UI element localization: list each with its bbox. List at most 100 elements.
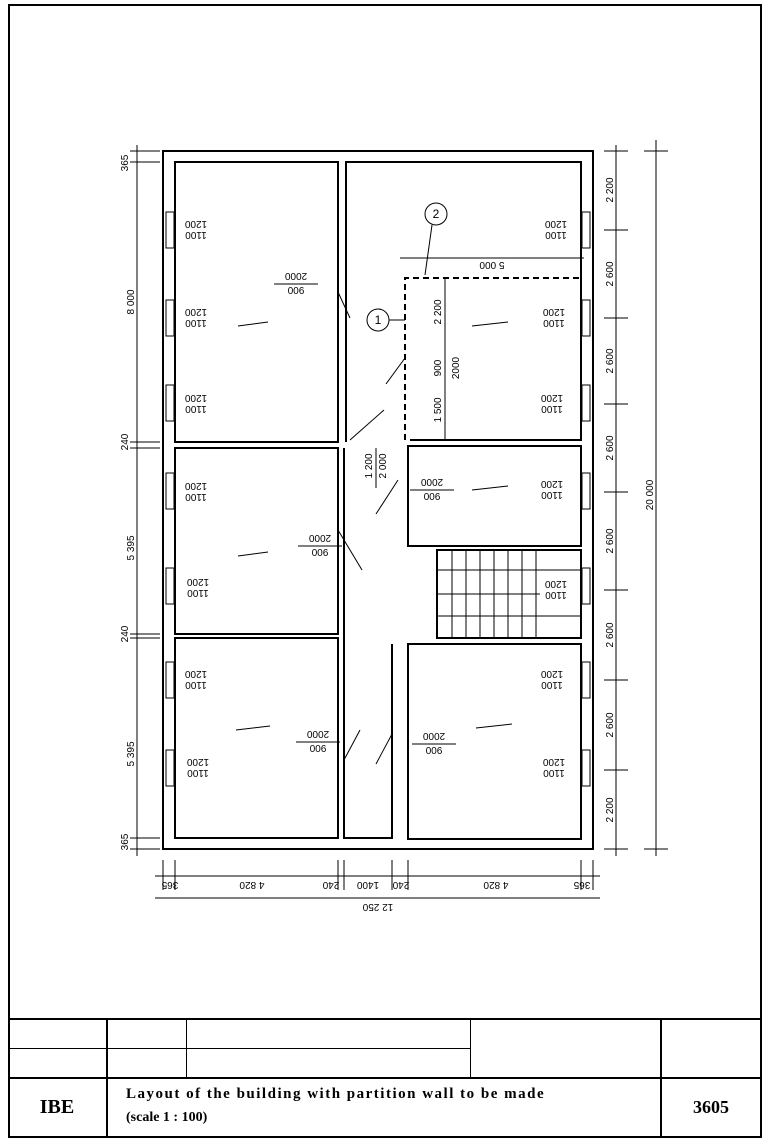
room-bottom-right xyxy=(407,643,582,840)
callout-1: 1 xyxy=(366,308,405,332)
door-height-label: 2000 xyxy=(306,728,329,739)
window-height-label: 1100 xyxy=(543,317,565,328)
drawing-number: 3605 xyxy=(693,1096,729,1117)
drawing-sheet xyxy=(8,4,762,1138)
window-width-label: 1200 xyxy=(184,392,207,403)
window-labels-right: 1100 1200 1100 1200 1100 1200 1100 1200 … xyxy=(540,218,567,778)
left-dimension-chain: 365 8 000 240 5 395 240 5 395 365 xyxy=(120,145,160,856)
room-arrows xyxy=(235,321,513,731)
bottom-dim-label: 1400 xyxy=(356,879,379,890)
title-block: IBE Layout of the building with partitio… xyxy=(8,1018,762,1138)
window-labels-left: 1100 1200 1100 1200 1100 1200 1100 1200 … xyxy=(184,218,209,778)
right-dim-label: 2 200 xyxy=(605,797,616,822)
bottom-dim-label: 240 xyxy=(392,879,409,890)
window-width-label: 1200 xyxy=(542,306,565,317)
door-height-label: 2000 xyxy=(420,476,443,487)
left-dim-label: 365 xyxy=(120,154,131,171)
window-markers-right xyxy=(581,211,591,787)
right-dim-label: 2 600 xyxy=(605,622,616,647)
bottom-dim-label: 4 820 xyxy=(239,879,264,890)
partition-length-label: 5 000 xyxy=(479,259,504,270)
partition-segment-label: 2 200 xyxy=(433,299,444,324)
overall-width-label: 12 250 xyxy=(362,901,393,912)
window-height-label: 1100 xyxy=(543,767,565,778)
partition-segment-label: 1 500 xyxy=(433,397,444,422)
window-width-label: 1200 xyxy=(184,218,207,229)
window-height-label: 1100 xyxy=(541,679,563,690)
window-width-label: 1200 xyxy=(186,756,209,767)
callout-number: 1 xyxy=(375,313,382,327)
right-dim-label: 2 600 xyxy=(605,261,616,286)
window-height-label: 1100 xyxy=(545,229,567,240)
room-bottom-left xyxy=(174,637,339,839)
bottom-dim-label: 365 xyxy=(573,879,590,890)
partition-segment-label: 900 xyxy=(433,359,444,376)
bottom-dimension-chain: 365 4 820 240 1400 240 4 820 365 12 250 xyxy=(155,860,600,912)
overall-height-label: 20 000 xyxy=(645,479,656,510)
window-height-label: 1100 xyxy=(187,587,209,598)
floor-plan: 1100 1200 1100 1200 1100 1200 1100 1200 … xyxy=(120,140,668,912)
window-width-label: 1200 xyxy=(544,218,567,229)
window-height-label: 1100 xyxy=(545,589,567,600)
window-width-label: 1200 xyxy=(184,306,207,317)
bottom-dim-label: 240 xyxy=(322,879,339,890)
left-dim-label: 8 000 xyxy=(126,289,137,314)
window-width-label: 1200 xyxy=(540,668,563,679)
door-swings xyxy=(337,291,406,765)
bottom-dim-label: 365 xyxy=(161,879,178,890)
window-height-label: 1100 xyxy=(185,317,207,328)
door-width-label: 900 xyxy=(311,546,328,557)
outer-wall xyxy=(162,150,594,850)
window-height-label: 1100 xyxy=(541,489,563,500)
window-width-label: 1200 xyxy=(542,756,565,767)
door-height-label: 2000 xyxy=(308,532,331,543)
callout-number: 2 xyxy=(433,207,440,221)
door-height-label: 2000 xyxy=(284,270,307,281)
drawing-title: Layout of the building with partition wa… xyxy=(126,1086,546,1102)
window-height-label: 1100 xyxy=(185,403,207,414)
organization-label: IBE xyxy=(39,1095,75,1118)
room-mid-right xyxy=(407,445,582,547)
window-height-label: 1100 xyxy=(185,229,207,240)
window-markers-left xyxy=(165,211,175,787)
left-dim-label: 5 395 xyxy=(126,535,137,560)
window-height-label: 1100 xyxy=(185,491,207,502)
window-width-label: 1200 xyxy=(540,392,563,403)
callout-2: 2 xyxy=(424,202,448,276)
left-dim-label: 5 395 xyxy=(126,741,137,766)
door-width-label: 900 xyxy=(309,742,326,753)
window-width-label: 1200 xyxy=(540,478,563,489)
right-dim-label: 2 600 xyxy=(605,528,616,553)
window-width-label: 1200 xyxy=(184,668,207,679)
right-dimension-chain: 2 200 2 600 2 600 2 600 2 600 2 600 2 60… xyxy=(604,140,668,856)
window-height-label: 1100 xyxy=(185,679,207,690)
window-width-label: 1200 xyxy=(186,576,209,587)
partition-annotations: 5 000 2 200 900 1 500 2000 1 200 2 000 xyxy=(364,257,584,488)
bottom-dim-label: 4 820 xyxy=(483,879,508,890)
partition-wall xyxy=(404,277,581,440)
left-dim-label: 240 xyxy=(120,625,131,642)
stair-treads xyxy=(437,550,581,638)
window-width-label: 1200 xyxy=(184,480,207,491)
corridor-door-width-label: 1 200 xyxy=(364,453,375,478)
room-mid-left xyxy=(174,447,339,635)
right-dim-label: 2 200 xyxy=(605,177,616,202)
corridor-door-height-label: 2 000 xyxy=(378,453,389,478)
window-height-label: 1100 xyxy=(187,767,209,778)
opening-height-label: 2000 xyxy=(451,356,462,379)
left-dim-label: 240 xyxy=(120,433,131,450)
door-width-label: 900 xyxy=(425,744,442,755)
door-labels: 900 2000 900 2000 900 2000 900 2000 900 … xyxy=(274,270,456,755)
left-dim-label: 365 xyxy=(120,833,131,850)
drawing-scale: (scale 1 : 100) xyxy=(126,1110,208,1125)
room-top-right xyxy=(345,161,582,442)
right-dim-label: 2 600 xyxy=(605,348,616,373)
door-width-label: 900 xyxy=(423,490,440,501)
window-width-label: 1200 xyxy=(544,578,567,589)
right-dim-label: 2 600 xyxy=(605,712,616,737)
room-top-left xyxy=(174,161,339,443)
door-width-label: 900 xyxy=(287,284,304,295)
window-height-label: 1100 xyxy=(541,403,563,414)
corridor xyxy=(343,448,393,839)
door-height-label: 2000 xyxy=(422,730,445,741)
